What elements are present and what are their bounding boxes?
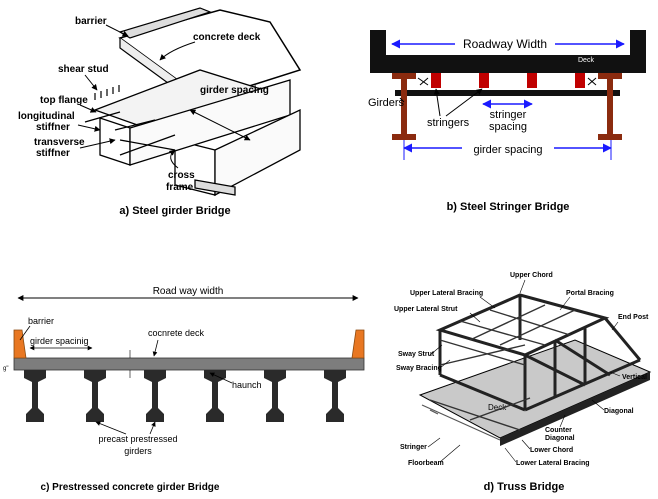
label-deck: Deck bbox=[578, 57, 594, 64]
label-girder-spacing-b: girder spacing bbox=[473, 144, 542, 156]
label-stringer-spacing: spacing bbox=[489, 121, 527, 133]
label-longitudinal-stiffner: stiffner bbox=[36, 122, 70, 133]
label-counter: Counter bbox=[545, 427, 572, 434]
label-cross: cross bbox=[168, 170, 195, 181]
caption-d: d) Truss Bridge bbox=[484, 481, 565, 493]
label-sway-bracing: Sway Bracing bbox=[396, 365, 442, 372]
label-concrete-deck: concrete deck bbox=[193, 32, 261, 43]
label-girder-spacing-a: girder spacing bbox=[200, 85, 269, 96]
label-lower-lateral-bracing: Lower Lateral Bracing bbox=[516, 460, 590, 467]
panel-b-steel-stringer: Deck Roadway Width Girders stringers str… bbox=[368, 30, 646, 213]
label-precast-prestressed: precast prestressed bbox=[98, 434, 177, 444]
label-girder-spacing-c: girder spacinig bbox=[30, 336, 89, 346]
shear-studs bbox=[94, 85, 120, 100]
precast-girders bbox=[24, 370, 346, 422]
stringers-b bbox=[431, 73, 585, 88]
panel-d-truss: Deck Upper Chord Upper bbox=[394, 272, 652, 493]
caption-a: a) Steel girder Bridge bbox=[119, 205, 230, 217]
label-barrier: barrier bbox=[75, 16, 107, 27]
deck-section bbox=[370, 30, 646, 73]
label-precast-girders: girders bbox=[124, 446, 152, 456]
label-vertical: Vertical bbox=[622, 374, 647, 381]
label-barrier-c: barrier bbox=[28, 316, 54, 326]
label-roadway-width: Roadway Width bbox=[463, 37, 547, 51]
label-diagonal: Diagonal bbox=[604, 408, 634, 415]
panel-c-prestressed: Road way width barrier girder spacinig c… bbox=[3, 286, 365, 493]
concrete-deck-c bbox=[13, 357, 365, 371]
label-shear-stud: shear stud bbox=[58, 64, 109, 75]
label-floorbeam: Floorbeam bbox=[408, 460, 444, 467]
label-deck-thickness: g" bbox=[3, 366, 8, 372]
label-girders: Girders bbox=[368, 97, 405, 109]
label-portal-bracing: Portal Bracing bbox=[566, 290, 614, 297]
label-road-way-width: Road way width bbox=[153, 286, 224, 297]
label-stringer-d: Stringer bbox=[400, 444, 427, 451]
label-transverse-stiffner: stiffner bbox=[36, 148, 70, 159]
lateral-bracing bbox=[429, 304, 576, 431]
label-longitudinal: longitudinal bbox=[18, 111, 75, 122]
label-lower-chord: Lower Chord bbox=[530, 447, 573, 454]
label-deck-d: Deck bbox=[488, 403, 507, 412]
caption-c: c) Prestressed concrete girder Bridge bbox=[41, 482, 220, 493]
label-upper-chord: Upper Chord bbox=[510, 272, 553, 279]
label-end-post: End Post bbox=[618, 314, 649, 321]
label-top-flange: top flange bbox=[40, 95, 88, 106]
label-upper-lateral-bracing: Upper Lateral Bracing bbox=[410, 290, 483, 297]
label-upper-lateral-strut: Upper Lateral Strut bbox=[394, 306, 458, 313]
panel-a-steel-girder: barrier concrete deck shear stud top fla… bbox=[18, 7, 302, 217]
truss-members bbox=[435, 293, 642, 412]
label-sway-strut: Sway Strut bbox=[398, 351, 435, 358]
label-concrete-deck-c: cocnrete deck bbox=[148, 328, 205, 338]
label-haunch: haunch bbox=[232, 380, 262, 390]
label-counter-diagonal: Diagonal bbox=[545, 435, 575, 442]
barrier-left bbox=[13, 329, 27, 359]
caption-b: b) Steel Stringer Bridge bbox=[447, 201, 570, 213]
label-stringer: stringer bbox=[490, 109, 527, 121]
label-cross-frame: frame bbox=[166, 182, 194, 193]
label-stringers: stringers bbox=[427, 117, 470, 129]
girders-b bbox=[392, 73, 622, 140]
label-transverse: transverse bbox=[34, 137, 85, 148]
barrier-right bbox=[351, 329, 365, 359]
